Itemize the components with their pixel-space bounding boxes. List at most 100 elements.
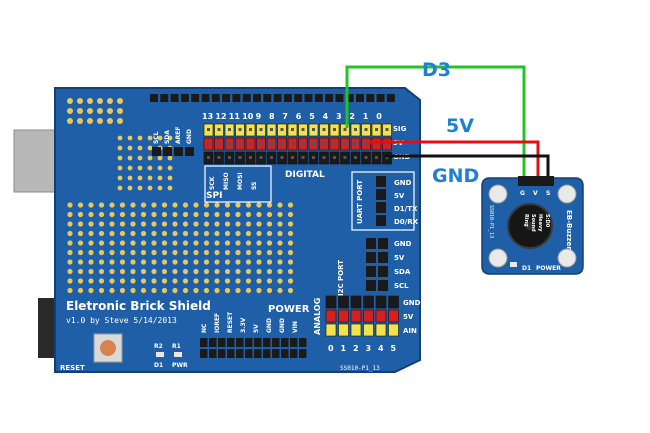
pin-hole (259, 128, 263, 131)
top-small-header (150, 94, 395, 102)
analog-header-pin (375, 309, 387, 323)
perf-pad (67, 221, 73, 227)
perf-pad (127, 145, 133, 151)
perf-pad (172, 249, 178, 256)
perf-pad (117, 175, 123, 181)
i2c-pin-label: GND (394, 240, 412, 248)
solder-pad (87, 118, 93, 124)
perf-pad (157, 155, 163, 161)
pin-hole (228, 128, 231, 131)
solder-pad (87, 108, 93, 114)
perf-pad (235, 240, 241, 246)
perf-pad (214, 240, 220, 246)
i2c-header-pin (378, 238, 388, 249)
header-pin (263, 94, 272, 102)
pin-hole (343, 128, 347, 131)
analog-pin-label: 5 (391, 344, 397, 353)
perf-pad (287, 240, 294, 246)
perf-pad (224, 249, 231, 256)
perf-pad (214, 202, 220, 208)
solder-pad (107, 118, 113, 124)
perf-pad (77, 211, 84, 218)
perf-pad (287, 278, 294, 284)
perf-pad (256, 278, 262, 284)
perf-pad (140, 211, 147, 218)
pin-hole (312, 156, 315, 159)
power-header-pin (254, 338, 262, 347)
header-pin (222, 94, 231, 102)
solder-pad (67, 98, 73, 104)
perf-pad (245, 240, 252, 246)
pin-hole (249, 128, 252, 131)
board-code: SS010-P1_13 (340, 365, 380, 372)
perf-pad (161, 202, 168, 208)
perf-pad (245, 259, 252, 265)
perf-pad (137, 165, 143, 171)
perf-pad (98, 287, 105, 294)
perf-pad (67, 249, 73, 256)
perf-pad (266, 259, 273, 265)
pin-hole (375, 128, 378, 131)
perf-pad (137, 175, 143, 181)
analog-header-pin (363, 309, 374, 323)
status-led (174, 352, 182, 357)
pin-hole (228, 156, 231, 159)
perf-pad (235, 230, 241, 237)
perf-pad (214, 268, 220, 275)
perf-pad (224, 287, 231, 294)
analog-pin-label: 2 (353, 344, 359, 353)
pin-hole (354, 156, 357, 159)
reset-button-cap[interactable] (100, 340, 116, 356)
power-header-pin (263, 349, 271, 358)
perf-pad (88, 268, 94, 275)
perf-pad (130, 268, 136, 275)
digital-pin-label: 11 (229, 112, 241, 121)
perf-pad (203, 202, 210, 208)
perf-pad (147, 165, 153, 171)
perf-pad (193, 221, 199, 227)
perf-pad (140, 249, 147, 256)
perf-pad (182, 268, 189, 275)
analog-header-pin (325, 323, 337, 337)
perf-pad (287, 202, 294, 208)
left-header-label: SDA (164, 130, 171, 144)
pin-hole (280, 128, 284, 131)
perf-pad (224, 211, 231, 218)
power-pin-label: IOREF (214, 313, 221, 333)
perf-pad (67, 287, 73, 294)
perf-pad (130, 259, 136, 265)
perf-pad (109, 202, 115, 208)
perf-pad (224, 278, 231, 284)
pin-hole (343, 142, 347, 145)
perf-pad (266, 221, 273, 227)
analog-header-pin (338, 309, 349, 323)
perf-pad (88, 240, 94, 246)
perf-pad (157, 165, 163, 171)
perf-pad (224, 268, 231, 275)
pin-hole (249, 156, 252, 159)
pin-hole (301, 142, 305, 145)
i2c-header-pin (366, 280, 376, 291)
perf-pad (109, 240, 115, 246)
perf-pad (127, 185, 133, 191)
mount-hole (557, 184, 577, 204)
perf-pad (140, 287, 147, 294)
perf-pad (77, 240, 84, 246)
perf-pad (161, 287, 168, 294)
pin-hole (354, 142, 357, 145)
perf-pad (245, 268, 252, 275)
perf-pad (256, 221, 262, 227)
perf-pad (157, 135, 163, 141)
perf-pad (151, 202, 157, 208)
wire-label-d3: D3 (422, 59, 451, 81)
power-pin-label: 5V (253, 324, 260, 333)
buzzer-center (526, 222, 534, 230)
solder-pad (67, 118, 73, 124)
solder-pad (117, 98, 123, 104)
perf-pad (256, 211, 262, 218)
uart-pin-label: D1/TX (394, 205, 418, 213)
wire-d3 (345, 65, 526, 182)
